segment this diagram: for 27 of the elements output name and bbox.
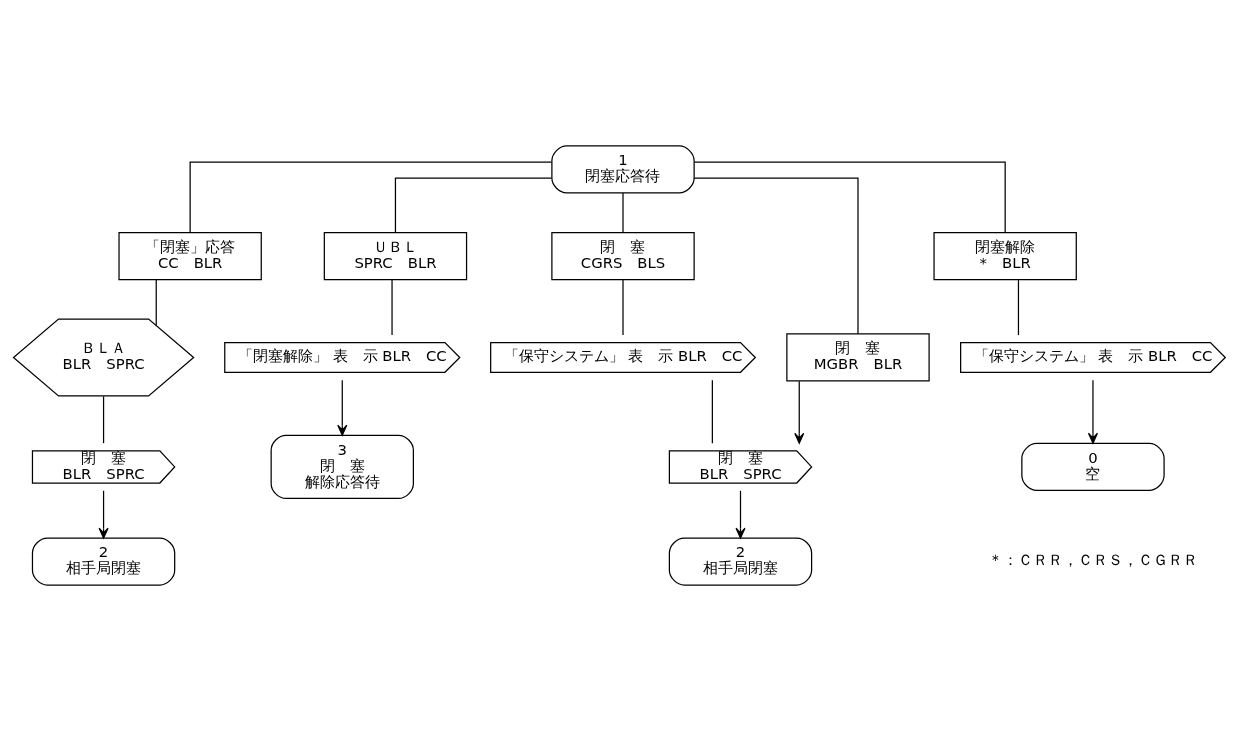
arrow [337, 379, 348, 436]
node-box: 閉 塞 MGBR BLR [786, 332, 930, 382]
connector [622, 278, 624, 336]
connector [693, 160, 1006, 233]
connector [693, 177, 859, 334]
connector [394, 177, 553, 233]
node-box: 「閉塞」応答 CC BLR [118, 231, 262, 280]
connector [391, 278, 393, 336]
connector [102, 395, 105, 444]
node-box: 1 閉塞応答待 [551, 144, 695, 194]
connector [155, 278, 157, 326]
arrow [98, 489, 109, 539]
node-box: 2 相手局閉塞 [668, 536, 813, 586]
connector [622, 191, 624, 233]
arrow [735, 489, 746, 539]
node-box: 2 相手局閉塞 [31, 536, 176, 586]
node-box: 閉塞解除 * BLR [933, 231, 1077, 280]
arrow [1087, 379, 1099, 444]
connector [711, 379, 713, 444]
label: ＊：ＣＲＲ，ＣＲＳ，ＣＧＲＲ [987, 550, 1198, 568]
node-box: 0 空 [1021, 442, 1165, 491]
node-box: ＵＢＬ SPRC BLR [323, 231, 468, 280]
connector [1017, 278, 1020, 336]
connector [189, 160, 553, 233]
node-box: 3 閉 塞 解除応答待 [270, 434, 414, 499]
node-box: 閉 塞 CGRS BLS [551, 231, 695, 280]
arrow [794, 380, 805, 444]
